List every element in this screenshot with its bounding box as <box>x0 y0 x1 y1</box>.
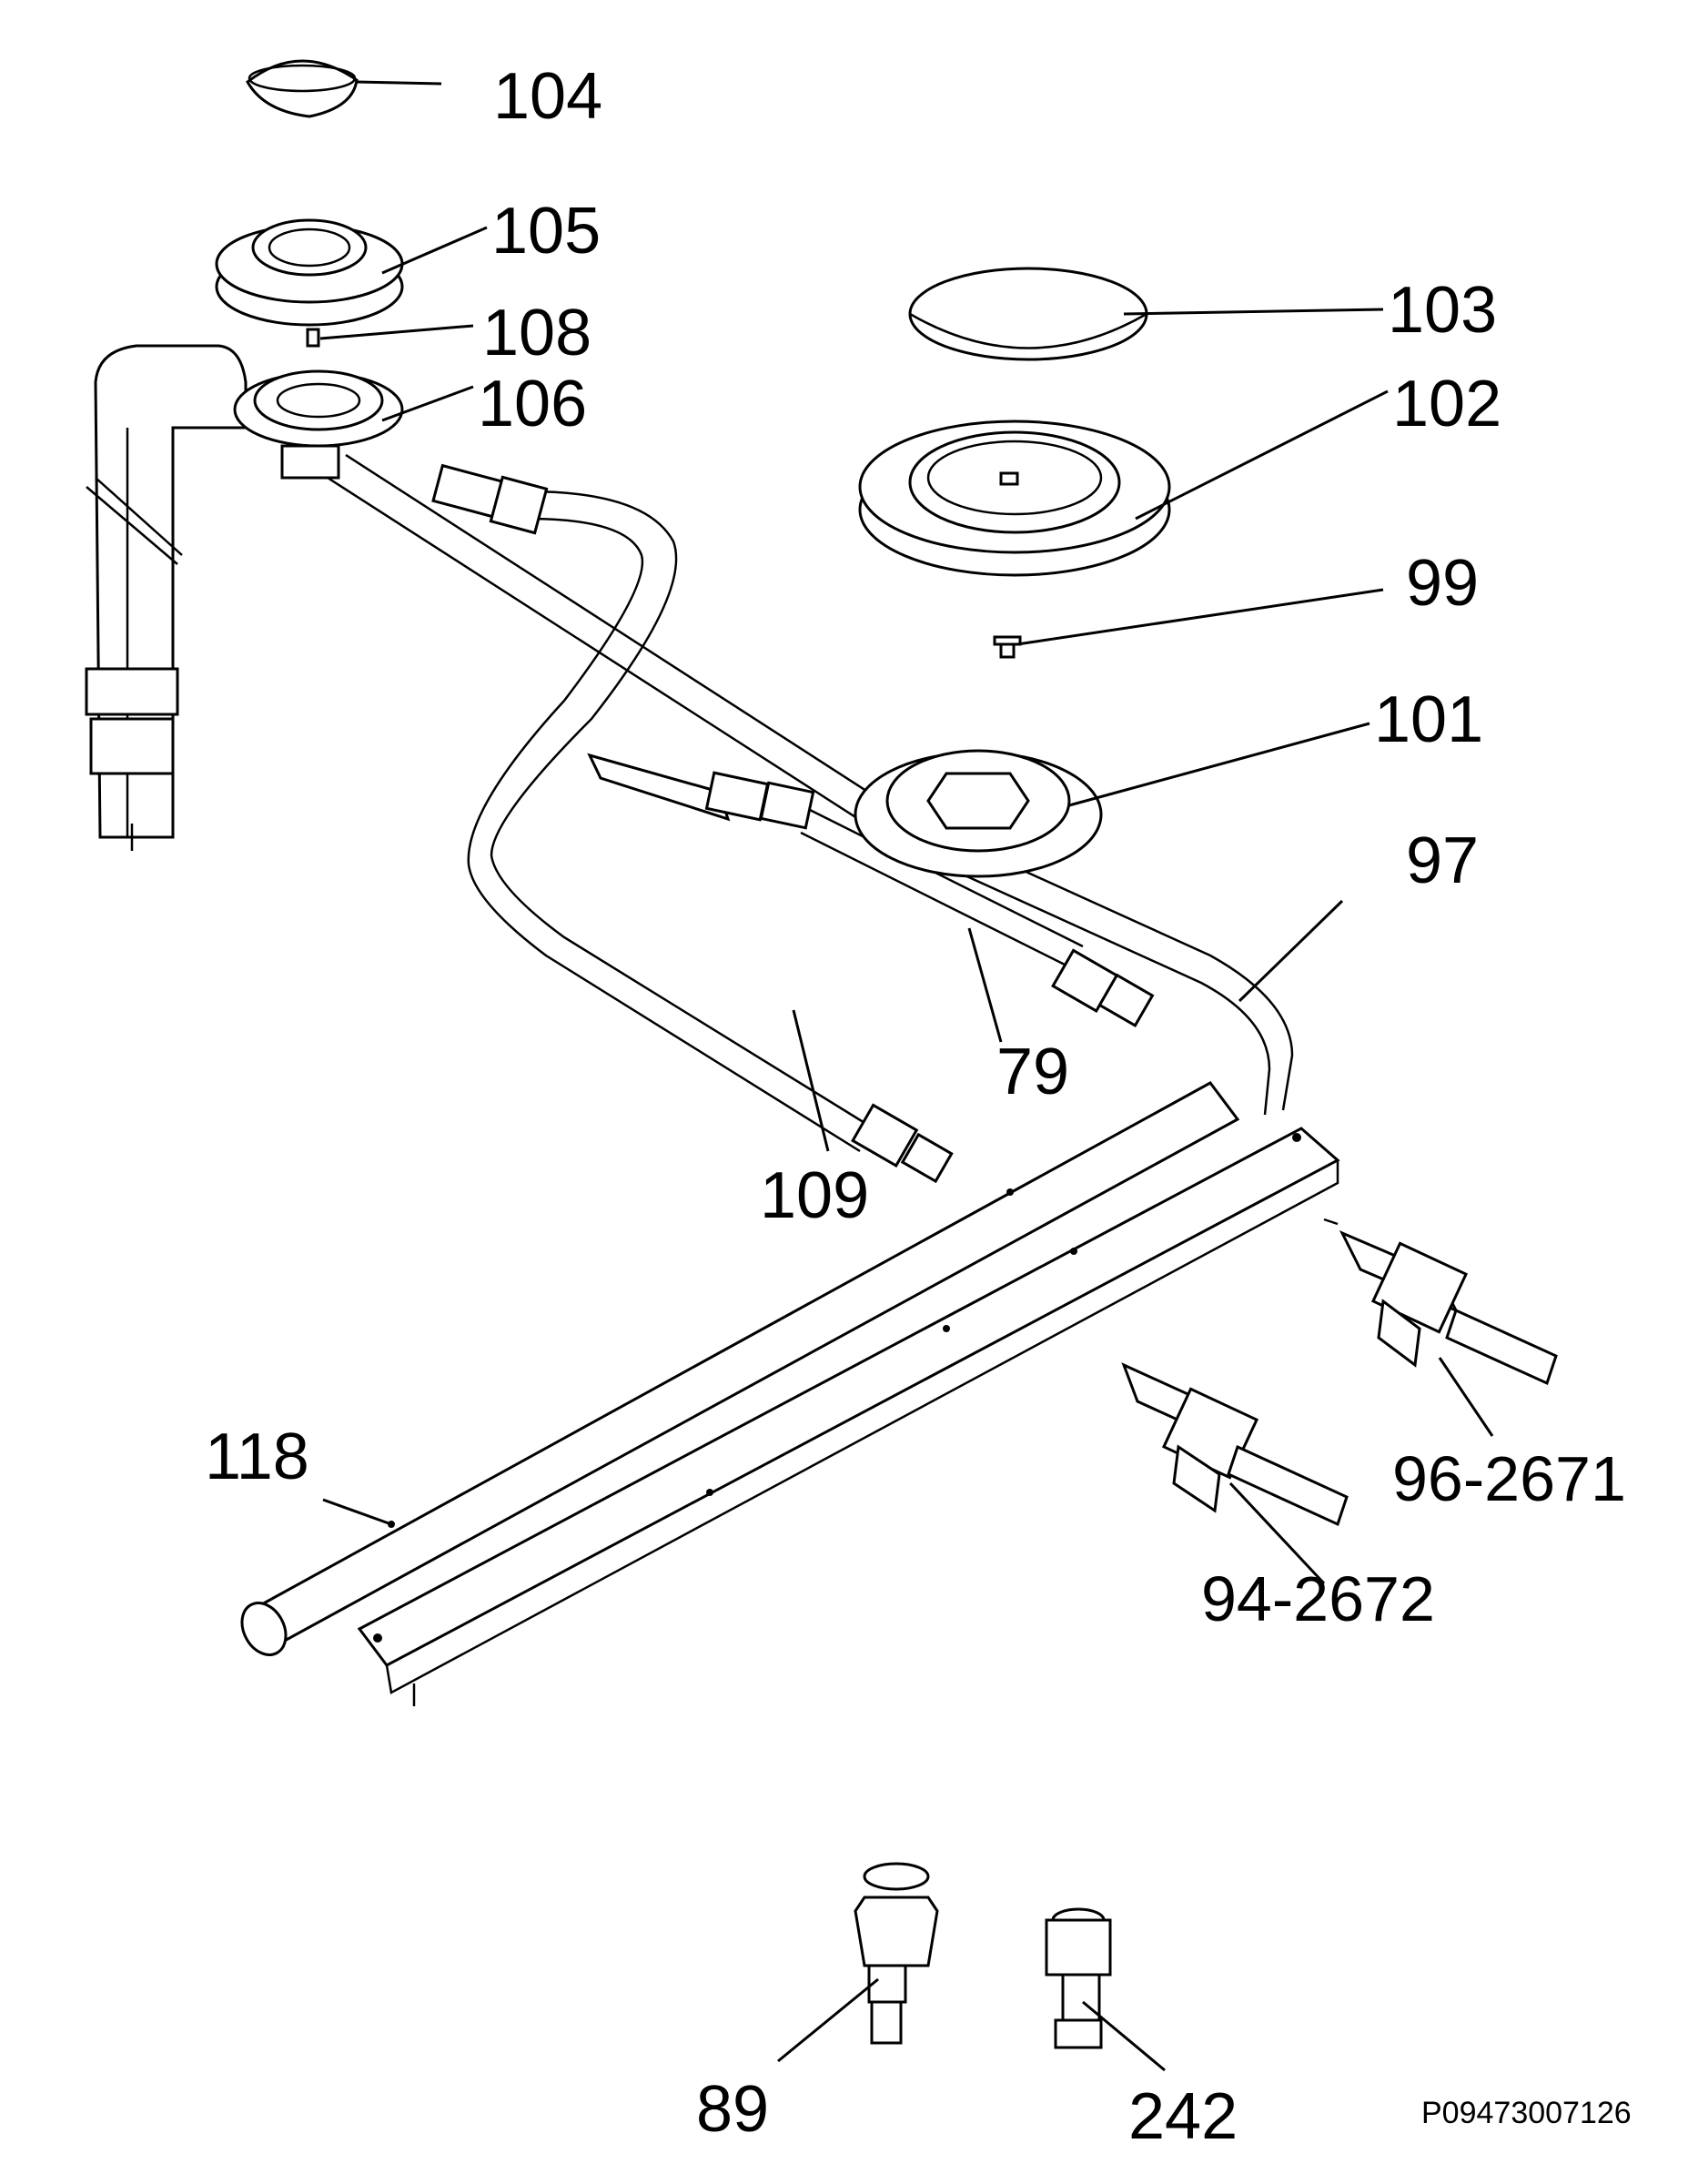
leader-118 <box>322 1498 392 1526</box>
part-109-flexible-tube <box>431 463 954 1184</box>
callout-242: 242 <box>1128 2080 1238 2153</box>
part-105-small-burner-head <box>215 218 404 327</box>
callout-96-2671: 96-2671 <box>1392 1443 1626 1514</box>
callout-105: 105 <box>491 195 601 268</box>
leader-102 <box>1135 389 1389 521</box>
part-103-large-burner-cap <box>908 267 1148 361</box>
callout-103: 103 <box>1388 274 1498 347</box>
callout-99: 99 <box>1406 547 1480 620</box>
part-104-small-burner-cap <box>246 59 359 118</box>
part-118-rail-tube <box>240 1081 1240 1656</box>
part-99-screw <box>993 635 1022 659</box>
part-gas-pipe-upright <box>85 344 248 851</box>
callout-89: 89 <box>696 2073 770 2146</box>
leader-79 <box>967 927 1003 1043</box>
callout-106: 106 <box>478 368 588 440</box>
leader-109 <box>792 1009 830 1152</box>
leader-94-2672 <box>1228 1481 1326 1585</box>
leader-242 <box>1082 2000 1166 2072</box>
leader-104 <box>356 80 442 86</box>
callout-101: 101 <box>1374 683 1484 756</box>
callout-104: 104 <box>493 60 603 133</box>
leader-108 <box>319 324 474 340</box>
callout-79: 79 <box>996 1036 1070 1108</box>
reference-code: P09473007126 <box>1421 2096 1632 2130</box>
part-102-large-burner-head <box>858 420 1171 577</box>
leader-96-2671 <box>1438 1357 1494 1437</box>
callout-102: 102 <box>1392 368 1502 440</box>
leader-101 <box>1068 722 1370 807</box>
part-79-injector-tube <box>587 753 1155 1028</box>
callout-108: 108 <box>482 297 592 369</box>
leader-89 <box>777 1977 879 2063</box>
part-106-small-burner-cup <box>233 369 404 480</box>
part-distribution-tube <box>327 453 1294 1116</box>
leader-99 <box>1016 588 1384 646</box>
part-108-screw <box>306 328 320 348</box>
part-89-fitting <box>854 1862 939 2045</box>
callout-97: 97 <box>1406 824 1480 897</box>
leader-105 <box>381 226 488 275</box>
leader-106 <box>381 385 474 422</box>
callout-118: 118 <box>205 1421 309 1493</box>
part-101-large-burner-cup <box>854 749 1103 878</box>
callout-94-2672: 94-2672 <box>1201 1563 1435 1634</box>
callout-109: 109 <box>760 1159 870 1232</box>
leader-97 <box>1238 899 1344 1003</box>
leader-103 <box>1123 308 1384 316</box>
part-support-bracket <box>357 1127 1340 1706</box>
part-242-fitting <box>1045 1907 1112 2049</box>
part-96-2671-gas-valve <box>1323 1218 1558 1386</box>
part-94-2672-gas-valve <box>1121 1362 1349 1527</box>
